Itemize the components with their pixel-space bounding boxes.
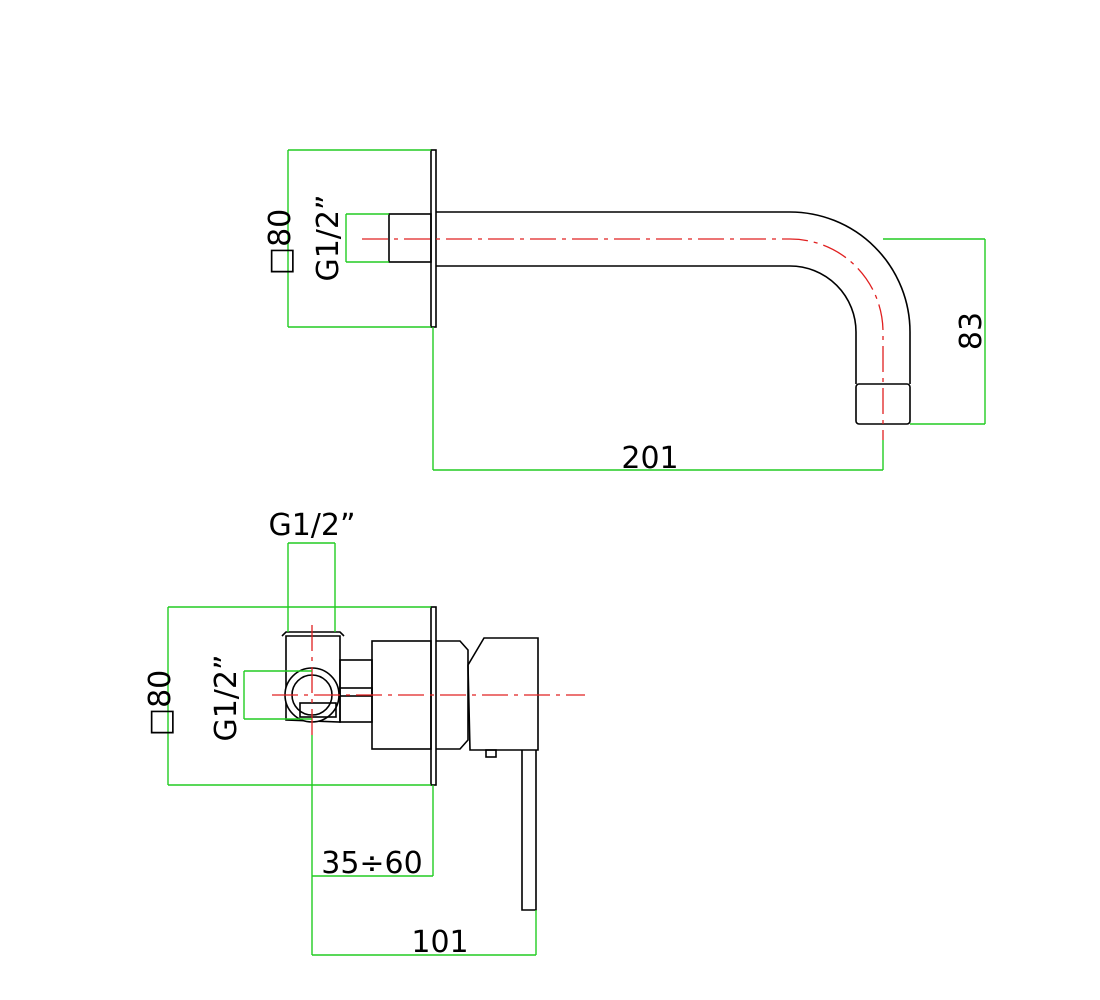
mixer-depth-range-label: 35÷60 [321,846,422,881]
mixer-handle-joint [485,749,497,758]
mixer-top-thread-label: G1/2” [268,508,355,543]
mixer-body-connector [339,659,373,723]
mixer-side-thread-label: G1/2” [209,654,244,741]
spout-plate-size-label: □80 [263,209,298,276]
mixer-overall-depth-label: 101 [411,925,468,960]
mixer-view: G1/2” G1/2” □80 35÷60 101 [143,508,585,960]
mixer-plate-size-label: □80 [143,670,178,737]
spout-pipe-inner [436,265,857,384]
mixer-side-inlet-slot [299,702,337,718]
mixer-lever [521,750,537,911]
spout-view: □80 G1/2” 83 201 [263,149,989,476]
spout-projection-label: 201 [621,441,678,476]
spout-drop-height-label: 83 [954,312,989,350]
mixer-top-inlet [281,631,345,637]
spout-thread-label: G1/2” [311,194,346,281]
mixer-handle-body [467,637,539,751]
mixer-valve-body [285,635,341,723]
spout-pipe-outer [436,211,911,384]
spout-thread-connector [388,213,432,263]
spout-center-line [362,238,884,440]
